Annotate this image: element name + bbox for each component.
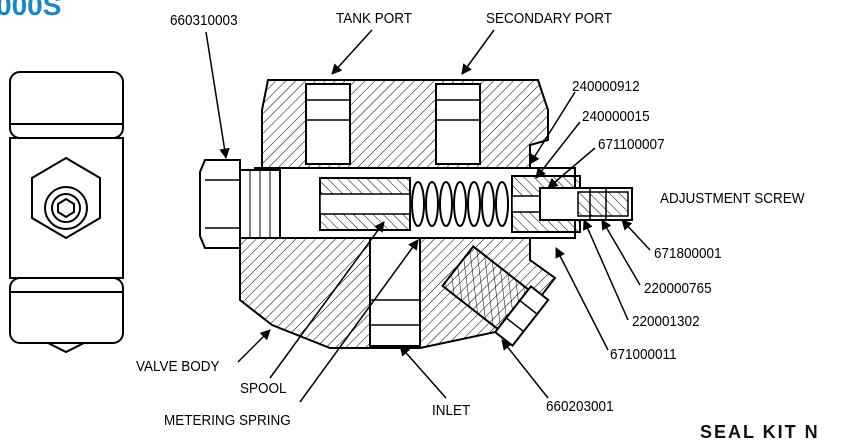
label-tank-port: TANK PORT: [336, 10, 413, 27]
label-240000912: 240000912: [572, 78, 640, 95]
label-valve-body: VALVE BODY: [136, 358, 220, 375]
label-adjustment-screw: ADJUSTMENT SCREW: [660, 190, 805, 207]
label-671100007: 671100007: [598, 136, 665, 153]
label-660203001: 660203001: [546, 398, 614, 415]
label-inlet: INLET: [432, 402, 471, 419]
label-220001302: 220001302: [632, 313, 700, 330]
label-220000765: 220000765: [644, 280, 712, 297]
valve-section: [199, 79, 633, 349]
label-671800001: 671800001: [654, 245, 722, 262]
seal-kit-fragment: SEAL KIT N: [700, 422, 820, 442]
label-secondary-port: SECONDARY PORT: [486, 10, 613, 27]
leader-lines: [205, 29, 651, 403]
label-spool: SPOOL: [240, 380, 287, 397]
label-metering-spring: METERING SPRING: [164, 412, 291, 429]
label-660310003: 660310003: [170, 12, 238, 29]
title-fragment: 000S: [0, 0, 62, 21]
side-view: [9, 71, 124, 354]
label-671000011: 671000011: [610, 346, 677, 363]
label-240000015: 240000015: [582, 108, 650, 125]
